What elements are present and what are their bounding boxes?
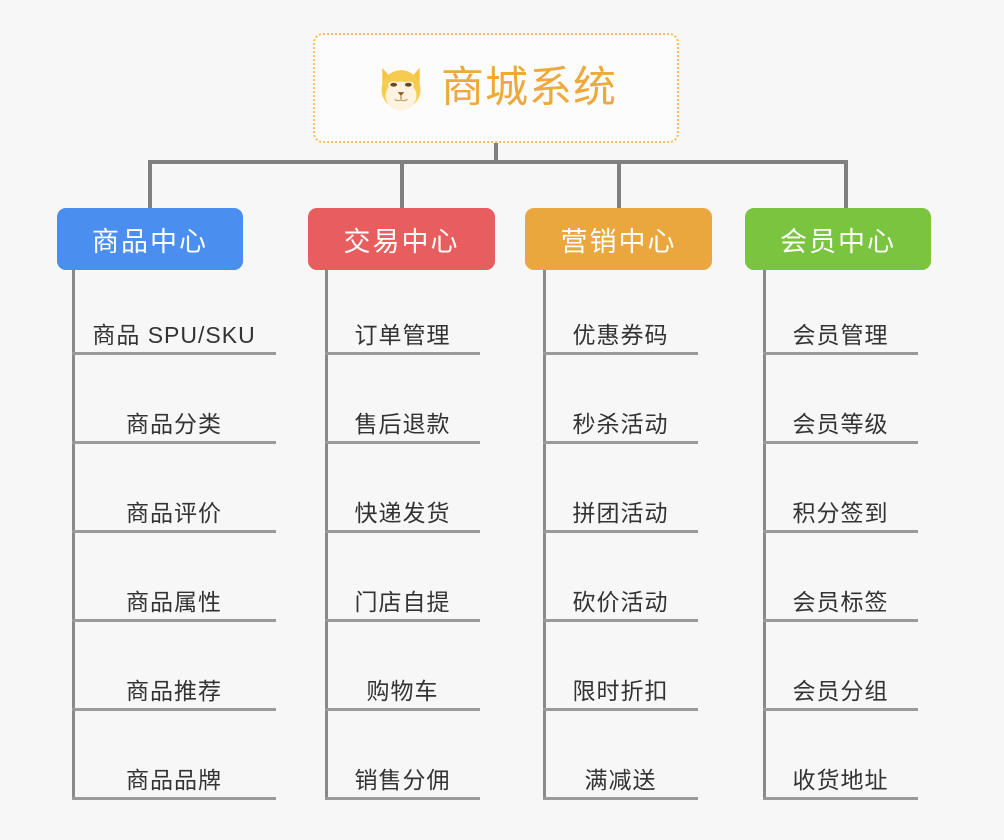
leaf-item[interactable]: 门店自提 <box>325 536 480 622</box>
leaf-item[interactable]: 商品推荐 <box>72 625 276 711</box>
leaf-item-label: 优惠券码 <box>572 321 669 348</box>
leaf-item[interactable]: 收货地址 <box>763 714 918 800</box>
leaf-item-label: 商品评价 <box>126 499 222 526</box>
leaf-item-label: 商品品牌 <box>126 766 222 793</box>
leaf-item[interactable]: 商品 SPU/SKU <box>72 269 276 355</box>
category-header-3[interactable]: 营销中心 <box>525 208 712 270</box>
leaf-item-label: 商品属性 <box>126 588 222 615</box>
leaf-item[interactable]: 会员等级 <box>763 358 918 444</box>
leaf-item-label: 商品推荐 <box>126 677 222 704</box>
leaf-item[interactable]: 订单管理 <box>325 269 480 355</box>
leaf-item[interactable]: 商品属性 <box>72 536 276 622</box>
leaf-item-label: 商品分类 <box>126 410 222 437</box>
leaf-item-label: 限时折扣 <box>572 677 669 704</box>
leaf-item[interactable]: 售后退款 <box>325 358 480 444</box>
shiba-dog-face-icon <box>381 67 421 111</box>
leaf-item[interactable]: 拼团活动 <box>543 447 698 533</box>
leaf-item[interactable]: 商品分类 <box>72 358 276 444</box>
category-header-2[interactable]: 交易中心 <box>308 208 495 270</box>
leaf-item[interactable]: 商品评价 <box>72 447 276 533</box>
category-header-label: 商品中心 <box>92 226 208 257</box>
leaf-item[interactable]: 会员标签 <box>763 536 918 622</box>
connector-drop-1 <box>148 160 152 208</box>
leaf-item[interactable]: 会员管理 <box>763 269 918 355</box>
leaf-item-label: 满减送 <box>584 766 657 793</box>
leaf-item-label: 快递发货 <box>354 499 451 526</box>
category-header-label: 会员中心 <box>780 226 896 257</box>
column-trunk-line <box>72 270 75 800</box>
leaf-item-label: 购物车 <box>366 677 439 704</box>
leaf-item-label: 售后退款 <box>354 410 451 437</box>
leaf-item[interactable]: 购物车 <box>325 625 480 711</box>
leaf-item[interactable]: 满减送 <box>543 714 698 800</box>
leaf-item-label: 拼团活动 <box>572 499 669 526</box>
leaf-item[interactable]: 限时折扣 <box>543 625 698 711</box>
root-node[interactable]: 商城系统 <box>313 33 679 143</box>
leaf-item-label: 积分签到 <box>792 499 889 526</box>
leaf-item-label: 会员管理 <box>792 321 889 348</box>
leaf-item[interactable]: 会员分组 <box>763 625 918 711</box>
connector-drop-2 <box>400 160 404 208</box>
leaf-item-label: 会员等级 <box>792 410 889 437</box>
root-title: 商城系统 <box>441 63 617 112</box>
category-header-1[interactable]: 商品中心 <box>57 208 243 270</box>
category-header-4[interactable]: 会员中心 <box>745 208 931 270</box>
leaf-item-label: 订单管理 <box>354 321 451 348</box>
leaf-item[interactable]: 砍价活动 <box>543 536 698 622</box>
leaf-item-label: 会员标签 <box>792 588 889 615</box>
leaf-item-label: 收货地址 <box>792 766 889 793</box>
column-trunk-line <box>543 270 546 800</box>
leaf-item-label: 砍价活动 <box>572 588 669 615</box>
leaf-item-label: 秒杀活动 <box>572 410 669 437</box>
leaf-item-label: 门店自提 <box>354 588 451 615</box>
leaf-item-label: 会员分组 <box>792 677 889 704</box>
connector-root-stem <box>494 143 498 164</box>
leaf-item-label: 销售分佣 <box>354 766 451 793</box>
column-trunk-line <box>325 270 328 800</box>
leaf-item[interactable]: 快递发货 <box>325 447 480 533</box>
category-header-label: 交易中心 <box>343 226 460 257</box>
leaf-item[interactable]: 商品品牌 <box>72 714 276 800</box>
connector-drop-3 <box>617 160 621 208</box>
leaf-item[interactable]: 秒杀活动 <box>543 358 698 444</box>
connector-horizontal-bus <box>148 160 848 164</box>
leaf-item[interactable]: 销售分佣 <box>325 714 480 800</box>
leaf-item[interactable]: 优惠券码 <box>543 269 698 355</box>
column-trunk-line <box>763 270 766 800</box>
leaf-item[interactable]: 积分签到 <box>763 447 918 533</box>
category-header-label: 营销中心 <box>560 226 677 257</box>
leaf-item-label: 商品 SPU/SKU <box>92 321 256 348</box>
connector-drop-4 <box>844 160 848 208</box>
